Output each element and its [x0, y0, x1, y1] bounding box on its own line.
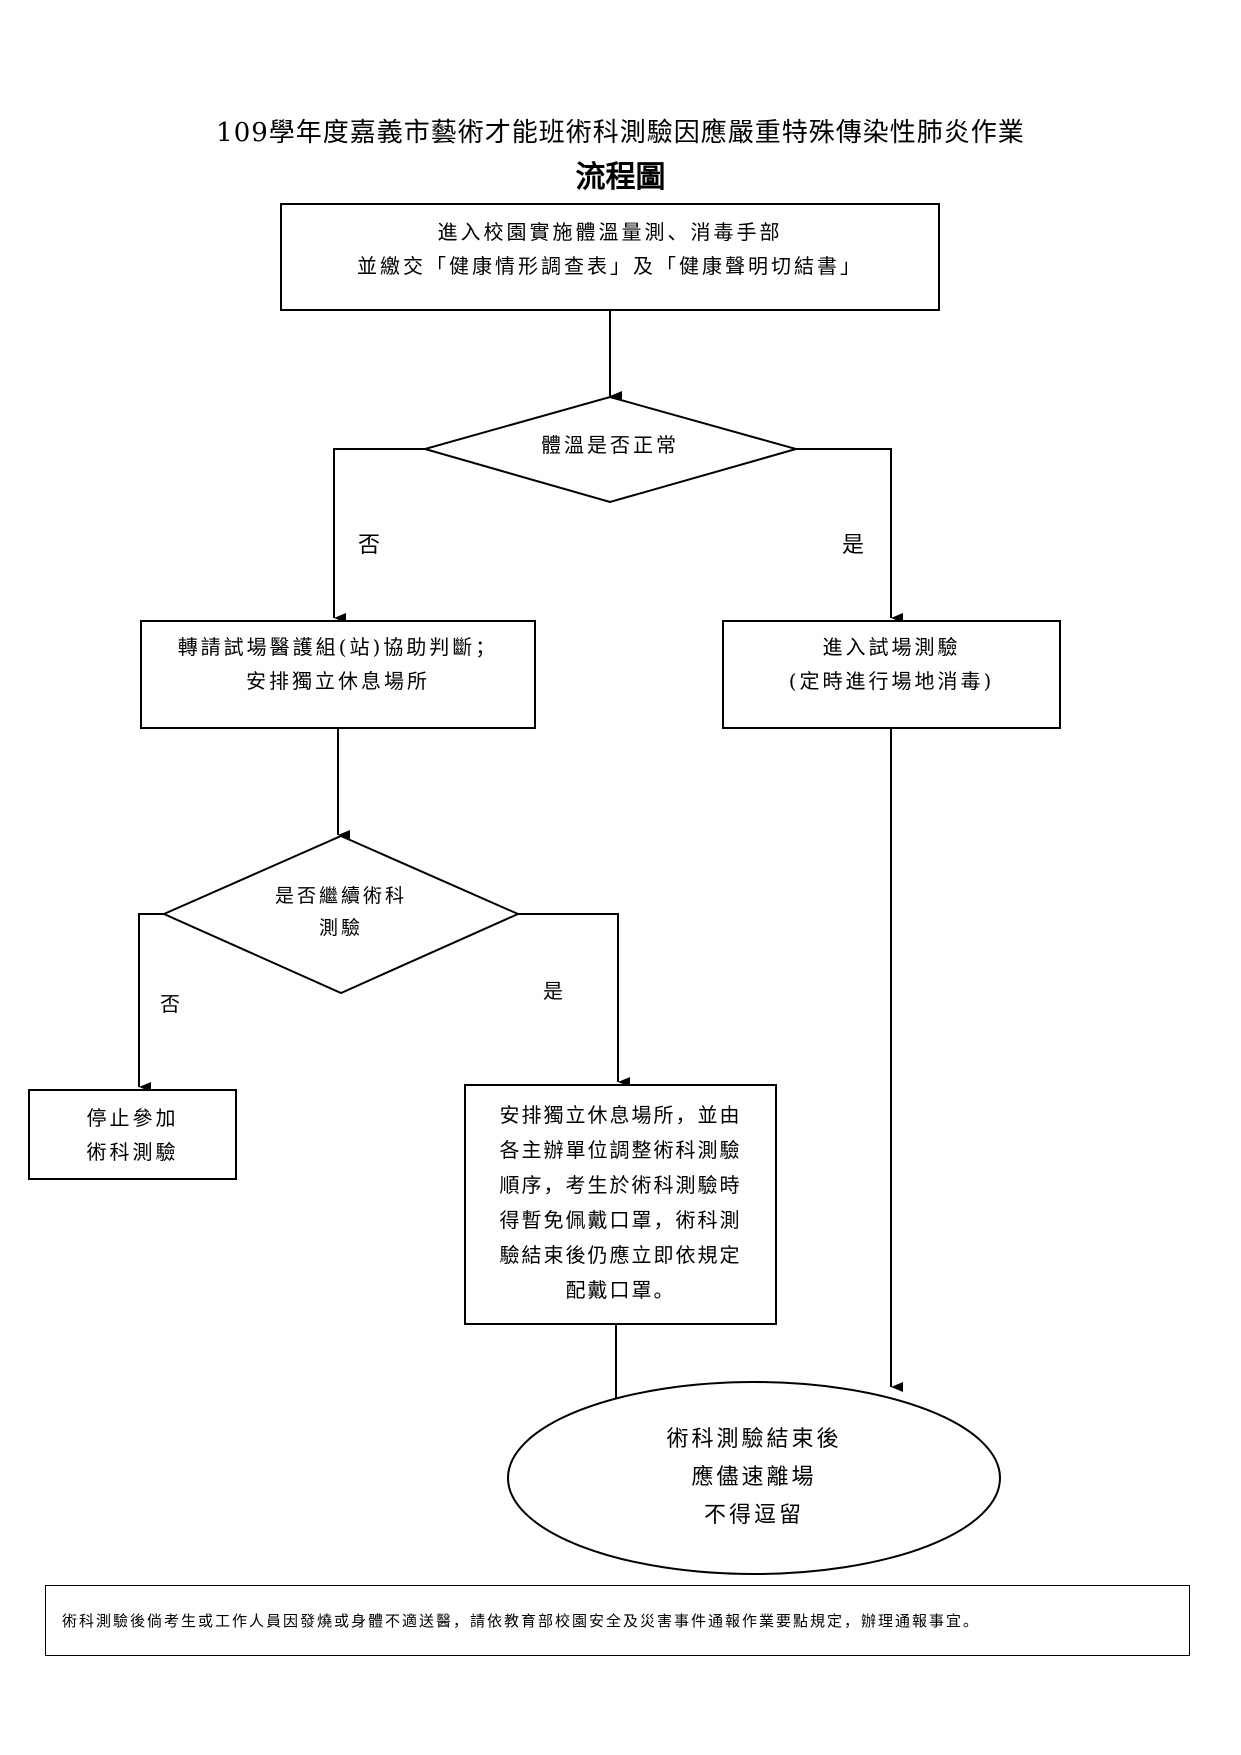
reporting-note-text: 術科測驗後倘考生或工作人員因發燒或身體不適送醫，請依教育部校園安全及災害事件通報… [62, 1612, 981, 1630]
continue-exam-line: 驗結束後仍應立即依規定 [499, 1243, 742, 1267]
page-subtitle: 流程圖 [575, 160, 666, 195]
end-line2: 應儘速離場 [691, 1465, 817, 1490]
arrow-decision2-no [138, 913, 164, 1092]
end-line1: 術科測驗結束後 [666, 1427, 842, 1452]
start-box-line1: 進入校園實施體溫量測、消毒手部 [437, 220, 783, 244]
arrow-decision1-no [333, 448, 425, 623]
arrow-decision1-yes [796, 448, 903, 623]
continue-exam-line: 順序，考生於術科測驗時 [499, 1173, 742, 1197]
medical-referral-line1: 轉請試場醫護組(站)協助判斷； [177, 635, 499, 659]
decision2-yes-label: 是 [543, 979, 563, 1003]
start-box: 進入校園實施體溫量測、消毒手部 並繳交「健康情形調查表」及「健康聲明切結書」 [280, 203, 940, 311]
decision2-no-label: 否 [160, 992, 180, 1016]
medical-referral-line2: 安排獨立休息場所 [246, 669, 430, 693]
end-line3: 不得逗留 [703, 1503, 804, 1528]
continue-exam-line: 得暫免佩戴口罩，術科測 [499, 1208, 742, 1232]
decision1-diamond [421, 395, 800, 504]
reporting-note-box: 術科測驗後倘考生或工作人員因發燒或身體不適送醫，請依教育部校園安全及災害事件通報… [45, 1585, 1190, 1656]
medical-referral-box: 轉請試場醫護組(站)協助判斷； 安排獨立休息場所 [140, 620, 536, 729]
stop-exam-box: 停止參加 術科測驗 [28, 1089, 237, 1180]
decision1-text: 體溫是否正常 [541, 433, 679, 457]
arrow-decision2-yes [518, 913, 630, 1087]
page-title: 109學年度嘉義市藝術才能班術科測驗因應嚴重特殊傳染性肺炎作業 [216, 118, 1025, 148]
decision1-no-label: 否 [358, 533, 381, 558]
continue-exam-box: 安排獨立休息場所，並由 各主辦單位調整術科測驗 順序，考生於術科測驗時 得暫免佩… [464, 1084, 777, 1325]
decision2-line2: 測驗 [318, 917, 363, 939]
stop-exam-line2: 術科測驗 [86, 1140, 179, 1164]
enter-exam-room-line1: 進入試場測驗 [822, 635, 961, 659]
decision2-line1: 是否繼續術科 [274, 885, 407, 907]
end-ellipse [507, 1381, 1001, 1575]
start-box-line2: 並繳交「健康情形調查表」及「健康聲明切結書」 [357, 254, 863, 278]
enter-exam-room-box: 進入試場測驗 (定時進行場地消毒) [722, 620, 1061, 729]
continue-exam-line: 各主辦單位調整術科測驗 [499, 1138, 742, 1162]
decision2-text: 是否繼續術科 測驗 [231, 880, 451, 944]
end-ellipse-text: 術科測驗結束後 應儘速離場 不得逗留 [604, 1421, 904, 1535]
decision2-diamond [161, 834, 521, 995]
enter-exam-room-line2: (定時進行場地消毒) [788, 669, 995, 693]
stop-exam-line1: 停止參加 [86, 1106, 179, 1130]
decision1-yes-label: 是 [842, 533, 865, 558]
continue-exam-line: 安排獨立休息場所，並由 [499, 1103, 742, 1127]
continue-exam-line: 配戴口罩。 [565, 1278, 676, 1302]
